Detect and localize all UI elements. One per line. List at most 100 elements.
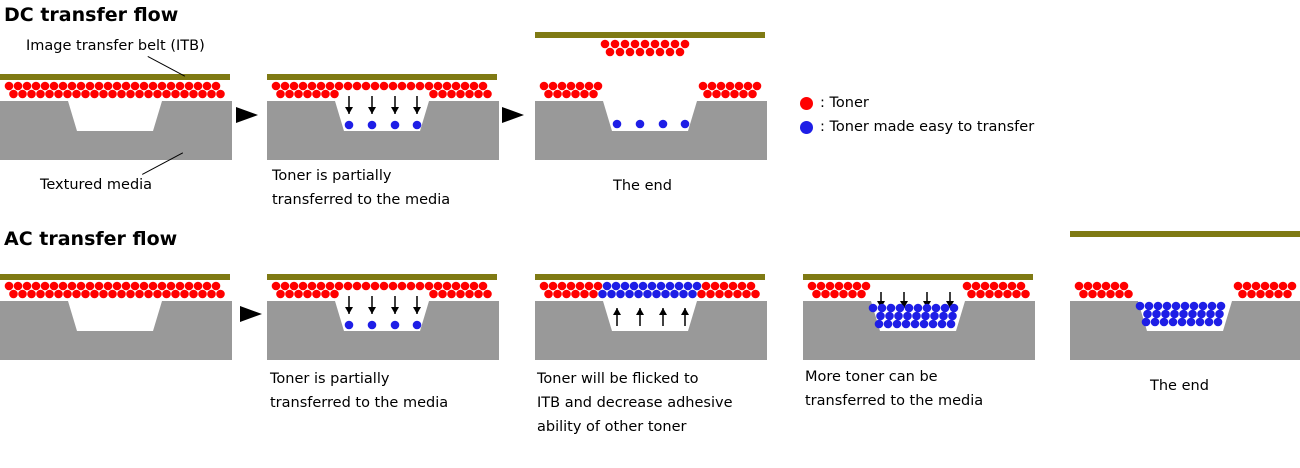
easy-toner-particle (912, 311, 921, 321)
toner-particle (189, 89, 198, 99)
toner-particle (298, 81, 308, 91)
toner-particle (36, 289, 45, 299)
toner-particle (548, 281, 558, 291)
toner-particle (553, 89, 562, 99)
toner-particle (712, 89, 721, 99)
toner-particle (321, 289, 330, 299)
transfer-belt (803, 274, 1033, 280)
toner-particle (379, 281, 389, 291)
transfer-belt (267, 274, 497, 280)
transfer-belt (267, 74, 497, 80)
toner-particle (325, 81, 335, 91)
toner-particle (22, 81, 32, 91)
toner-particle (294, 289, 303, 299)
toner-particle (834, 281, 844, 291)
easy-toner-particle (946, 319, 956, 329)
toner-particle (379, 81, 389, 91)
transfer-arrow-head (391, 307, 399, 314)
transfer-arrow-head (900, 301, 908, 308)
toner-particle (1115, 289, 1124, 299)
media-label: Textured media (40, 177, 153, 193)
toner-particle (701, 281, 711, 291)
easy-toner-particle (658, 119, 668, 129)
easy-toner-particle (344, 120, 354, 130)
toner-particle (361, 281, 371, 291)
toner-particle (584, 81, 594, 91)
toner-particle (31, 281, 41, 291)
toner-particle (539, 281, 549, 291)
toner-particle (1265, 289, 1274, 299)
toner-particle (1021, 289, 1030, 299)
easy-toner-particle (344, 320, 354, 330)
toner-particle (1079, 289, 1088, 299)
toner-particle (424, 281, 434, 291)
easy-toner-particle (635, 119, 645, 129)
ac-caption-partial-transfer: Toner is partially transferred to the me… (270, 371, 449, 411)
toner-particle (474, 289, 483, 299)
toner-particle (216, 89, 225, 99)
toner-particle (456, 289, 465, 299)
easy-toner-particle (665, 281, 675, 291)
ac-flow-arrow-1 (240, 306, 262, 322)
toner-particle (429, 289, 438, 299)
toner-particle (58, 281, 68, 291)
toner-particle (31, 81, 41, 91)
toner-particle (312, 89, 321, 99)
toner-particle (1101, 281, 1111, 291)
toner-particle (665, 47, 675, 57)
transfer-belt (535, 32, 765, 38)
toner-particle (184, 281, 194, 291)
toner-particle (72, 89, 81, 99)
easy-toner-particle (874, 319, 884, 329)
toner-particle (739, 89, 748, 99)
easy-toner-particle (904, 303, 914, 313)
toner-particle (13, 281, 23, 291)
toner-particle (715, 289, 724, 299)
toner-particle (352, 281, 362, 291)
toner-particle (45, 289, 54, 299)
toner-particle (589, 89, 598, 99)
toner-particle (746, 281, 756, 291)
easy-toner-particle (928, 319, 938, 329)
easy-toner-particle (1179, 309, 1188, 319)
flick-arrow-head (659, 308, 667, 315)
toner-particle (280, 81, 290, 91)
easy-toner-particle (1162, 301, 1172, 311)
toner-particle (135, 289, 144, 299)
toner-particle (307, 81, 317, 91)
toner-particle (650, 39, 660, 49)
easy-toner-particle (656, 281, 666, 291)
belt-label: Image transfer belt (ITB) (26, 38, 205, 54)
toner-particle (189, 289, 198, 299)
textured-media (0, 301, 232, 360)
toner-particle (193, 81, 203, 91)
toner-particle (202, 81, 212, 91)
toner-particle (557, 281, 567, 291)
toner-particle (442, 81, 452, 91)
toner-particle (103, 81, 113, 91)
toner-particle (442, 281, 452, 291)
toner-particle (640, 39, 650, 49)
toner-particle (153, 89, 162, 99)
easy-toner-particle (680, 119, 690, 129)
toner-particle (9, 89, 18, 99)
easy-toner-particle (892, 319, 902, 329)
toner-particle (1110, 281, 1120, 291)
toner-particle (280, 281, 290, 291)
easy-toner-particle (1159, 317, 1169, 327)
toner-particle (22, 281, 32, 291)
flick-arrow-head (681, 308, 689, 315)
easy-toner-particle (883, 319, 893, 329)
dc-caption-the-end: The end (613, 178, 672, 194)
toner-particle (162, 289, 171, 299)
toner-particle (27, 89, 36, 99)
easy-toner-particle (612, 119, 622, 129)
easy-toner-particle (1171, 301, 1181, 311)
toner-particle (1074, 281, 1084, 291)
toner-particle (271, 81, 281, 91)
easy-toner-particle (625, 289, 634, 299)
toner-particle (334, 81, 344, 91)
easy-toner-particle (895, 303, 905, 313)
toner-particle (1274, 289, 1283, 299)
toner-particle (1092, 281, 1102, 291)
